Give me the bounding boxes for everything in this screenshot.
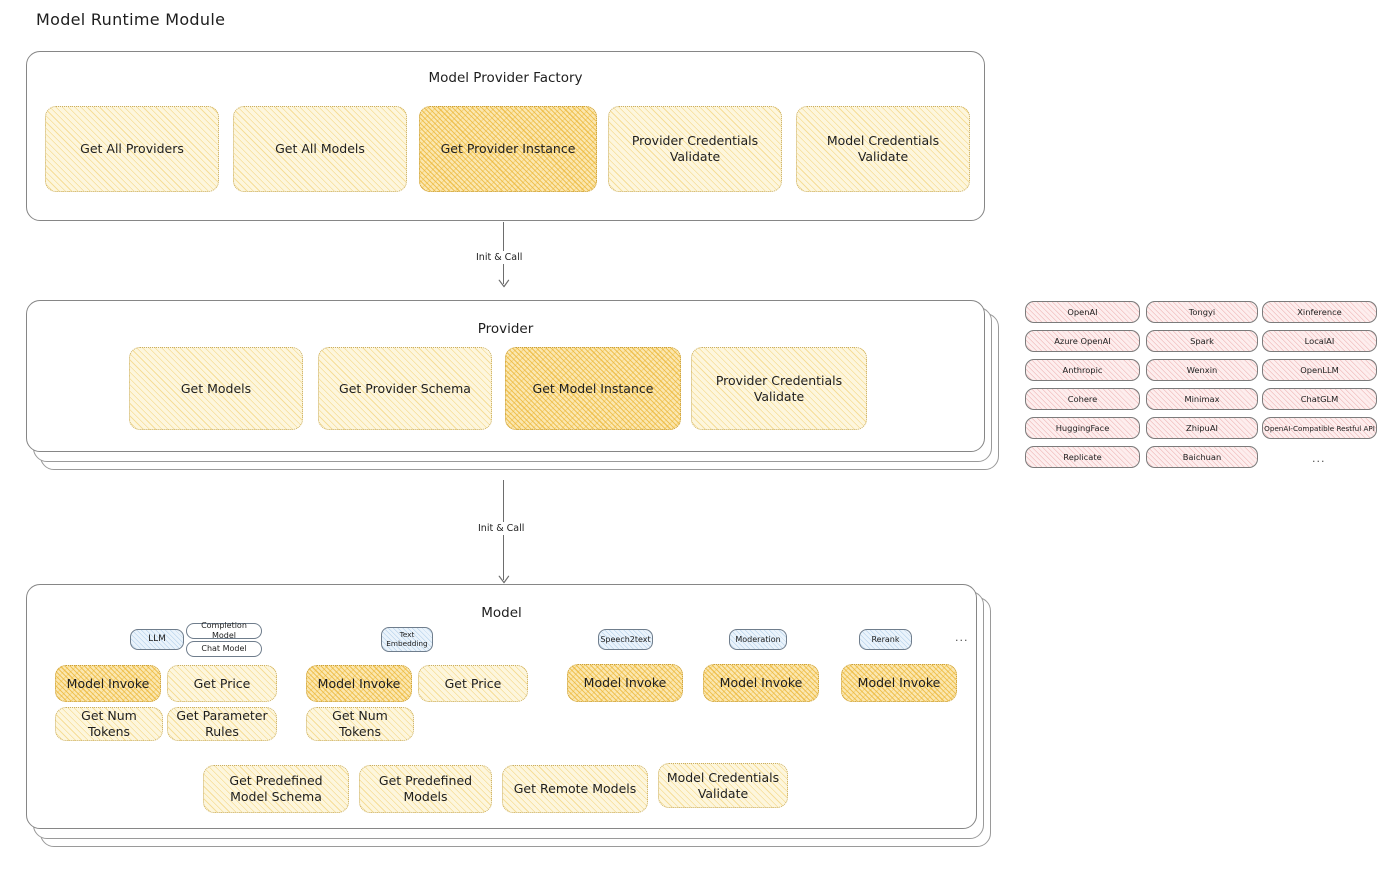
- provider-chip-replicate[interactable]: Replicate: [1025, 446, 1140, 468]
- provider-chip-spark[interactable]: Spark: [1146, 330, 1258, 352]
- provider-chip-cohere[interactable]: Cohere: [1025, 388, 1140, 410]
- provider-chip-wenxin[interactable]: Wenxin: [1146, 359, 1258, 381]
- provider-chip-chatglm[interactable]: ChatGLM: [1262, 388, 1377, 410]
- provider-chip-anthropic[interactable]: Anthropic: [1025, 359, 1140, 381]
- llm-node-get-num-tokens[interactable]: Get Num Tokens: [55, 707, 163, 741]
- model-subtype-pill-completion-model[interactable]: Completion Model: [186, 621, 262, 640]
- provider-chip-huggingface[interactable]: HuggingFace: [1025, 417, 1140, 439]
- provider-list-more: ...: [1312, 452, 1326, 465]
- llm-node-get-price[interactable]: Get Price: [167, 665, 277, 702]
- factory-node-get-provider-instance[interactable]: Get Provider Instance: [419, 106, 597, 192]
- llm-node-model-invoke[interactable]: Model Invoke: [55, 665, 161, 702]
- model-node-get-predefined-model-schema[interactable]: Get Predefined Model Schema: [203, 765, 349, 813]
- model-subtype-pill-chat-model[interactable]: Chat Model: [186, 641, 262, 657]
- model-title: Model: [481, 605, 522, 621]
- provider-node-get-models[interactable]: Get Models: [129, 347, 303, 430]
- model-type-pill-text-embedding[interactable]: Text Embedding: [381, 627, 433, 652]
- model-panel: Model LLM Completion Model Chat Model Mo…: [26, 584, 977, 829]
- model-provider-factory-title: Model Provider Factory: [428, 70, 583, 86]
- provider-chip-zhipuai[interactable]: ZhipuAI: [1146, 417, 1258, 439]
- provider-chip-openai[interactable]: OpenAI: [1025, 301, 1140, 323]
- provider-chip-localai[interactable]: LocalAI: [1262, 330, 1377, 352]
- model-type-pill-llm[interactable]: LLM: [130, 629, 184, 650]
- llm-node-get-parameter-rules[interactable]: Get Parameter Rules: [167, 707, 277, 741]
- provider-node-get-provider-schema[interactable]: Get Provider Schema: [318, 347, 492, 430]
- arrow-provider-to-model-head: [498, 572, 510, 584]
- factory-node-model-credentials-validate[interactable]: Model Credentials Validate: [796, 106, 970, 192]
- text-embedding-node-model-invoke[interactable]: Model Invoke: [306, 665, 412, 702]
- model-provider-factory-panel: Model Provider Factory Get All Providers…: [26, 51, 985, 221]
- model-type-pill-moderation[interactable]: Moderation: [729, 629, 787, 650]
- arrow-provider-to-model-label: Init & Call: [474, 522, 529, 535]
- model-node-get-predefined-models[interactable]: Get Predefined Models: [359, 765, 492, 813]
- provider-panel: Provider Get Models Get Provider Schema …: [26, 300, 985, 452]
- rerank-node-model-invoke[interactable]: Model Invoke: [841, 664, 957, 702]
- model-node-get-remote-models[interactable]: Get Remote Models: [502, 765, 648, 813]
- provider-chip-openai-compatible-restful-api[interactable]: OpenAI-Compatible Restful API: [1262, 417, 1377, 439]
- provider-chip-openllm[interactable]: OpenLLM: [1262, 359, 1377, 381]
- factory-node-get-all-models[interactable]: Get All Models: [233, 106, 407, 192]
- provider-chip-baichuan[interactable]: Baichuan: [1146, 446, 1258, 468]
- speech2text-node-model-invoke[interactable]: Model Invoke: [567, 664, 683, 702]
- model-type-pill-rerank[interactable]: Rerank: [859, 629, 912, 650]
- provider-node-provider-credentials-validate[interactable]: Provider Credentials Validate: [691, 347, 867, 430]
- model-type-pill-speech2text[interactable]: Speech2text: [598, 629, 653, 650]
- model-types-more: ...: [955, 631, 969, 644]
- provider-chip-azure-openai[interactable]: Azure OpenAI: [1025, 330, 1140, 352]
- text-embedding-node-get-price[interactable]: Get Price: [418, 665, 528, 702]
- factory-node-get-all-providers[interactable]: Get All Providers: [45, 106, 219, 192]
- provider-title: Provider: [477, 321, 534, 337]
- provider-chip-xinference[interactable]: Xinference: [1262, 301, 1377, 323]
- provider-node-get-model-instance[interactable]: Get Model Instance: [505, 347, 681, 430]
- moderation-node-model-invoke[interactable]: Model Invoke: [703, 664, 819, 702]
- text-embedding-node-get-num-tokens[interactable]: Get Num Tokens: [306, 707, 414, 741]
- factory-node-provider-credentials-validate[interactable]: Provider Credentials Validate: [608, 106, 782, 192]
- page-title: Model Runtime Module: [36, 10, 226, 29]
- model-node-model-credentials-validate[interactable]: Model Credentials Validate: [658, 763, 788, 808]
- provider-chip-tongyi[interactable]: Tongyi: [1146, 301, 1258, 323]
- provider-chip-minimax[interactable]: Minimax: [1146, 388, 1258, 410]
- arrow-factory-to-provider-label: Init & Call: [472, 251, 527, 264]
- arrow-factory-to-provider-head: [498, 276, 510, 288]
